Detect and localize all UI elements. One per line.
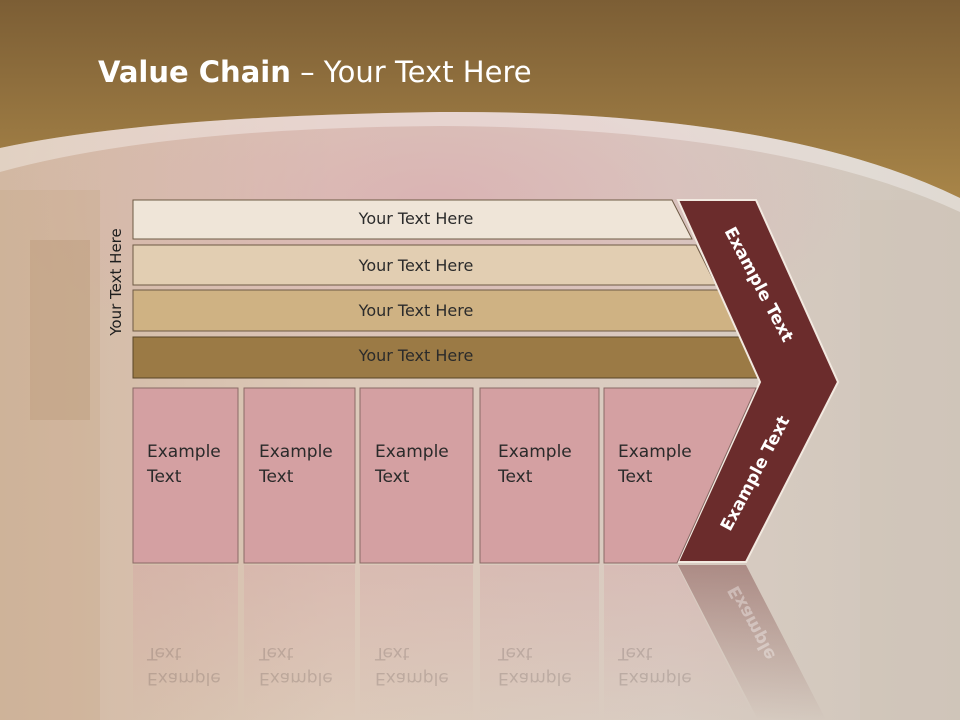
column-2-line2: Text (259, 467, 294, 487)
row-label-3: Your Text Here (358, 301, 474, 320)
column-box-1[interactable] (132, 387, 239, 564)
column-box-3[interactable] (359, 387, 474, 564)
column-3-line2: Text (375, 467, 410, 487)
column-box-4[interactable] (479, 387, 600, 564)
row-label-4: Your Text Here (358, 346, 474, 365)
title-rest: – Your Text Here (290, 55, 532, 89)
column-1-line1: Example (147, 442, 221, 462)
slide-title: Value Chain – Your Text Here (98, 55, 532, 89)
column-box-5[interactable] (603, 387, 757, 564)
column-1-line2: Text (147, 467, 182, 487)
row-label-2: Your Text Here (358, 256, 474, 275)
column-3-line1: Example (375, 442, 449, 462)
row-label-1: Your Text Here (358, 209, 474, 228)
column-box-2[interactable] (243, 387, 356, 564)
row-bar-1[interactable] (132, 199, 693, 240)
column-5-line2: Text (618, 467, 653, 487)
chevron-arrow[interactable] (676, 199, 840, 563)
column-2-line1: Example (259, 442, 333, 462)
title-bold: Value Chain (98, 55, 291, 89)
column-4-line1: Example (498, 442, 572, 462)
column-4-line2: Text (498, 467, 533, 487)
column-5-line1: Example (618, 442, 692, 462)
